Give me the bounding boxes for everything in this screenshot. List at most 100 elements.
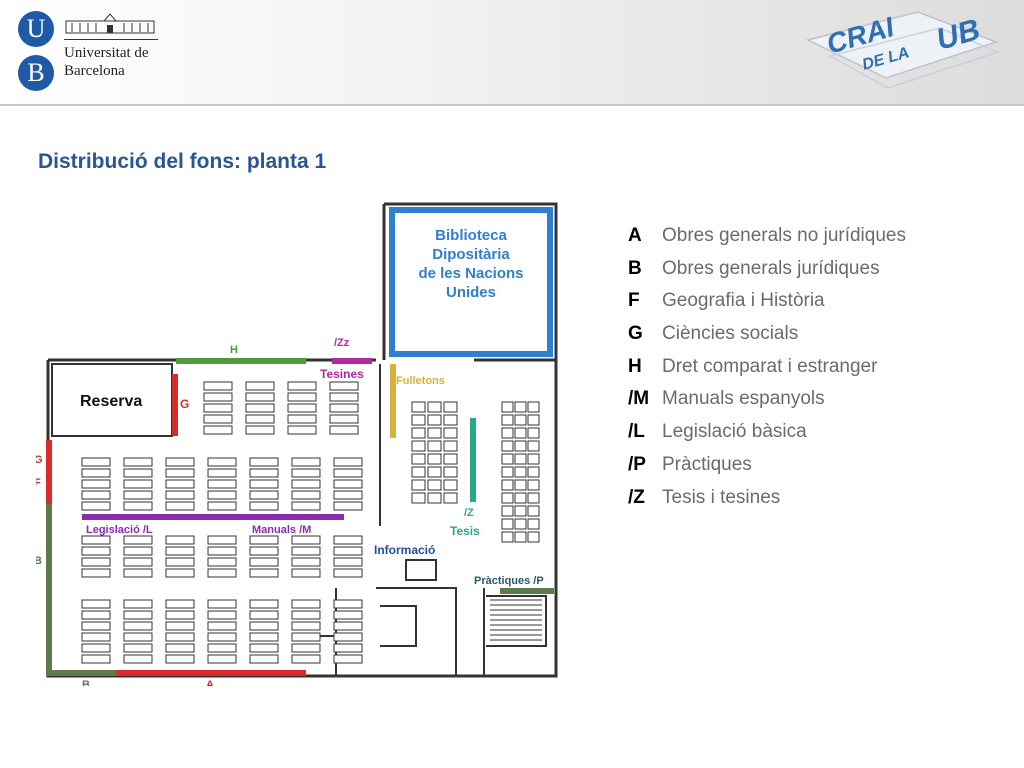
logo-divider bbox=[64, 39, 158, 40]
desk bbox=[287, 414, 317, 424]
desk bbox=[287, 425, 317, 435]
desk bbox=[245, 425, 275, 435]
reserva-label: Reserva bbox=[80, 393, 142, 410]
desk bbox=[81, 643, 111, 653]
desk bbox=[527, 414, 540, 426]
desk bbox=[411, 427, 426, 439]
desk bbox=[165, 610, 195, 620]
desk bbox=[443, 401, 458, 413]
desk bbox=[291, 621, 321, 631]
ub-logo-letter-b: B bbox=[18, 55, 54, 91]
desk bbox=[443, 479, 458, 491]
desk bbox=[527, 492, 540, 504]
desk bbox=[333, 599, 363, 609]
crai-ub-logo: CRAI DE LA UB bbox=[805, 11, 1001, 89]
desk bbox=[501, 440, 514, 452]
desk bbox=[81, 501, 111, 511]
desk bbox=[291, 490, 321, 500]
un-library-line-4: Unides bbox=[446, 284, 496, 301]
legend-desc: Dret comparat i estranger bbox=[662, 355, 878, 377]
legend-desc: Tesis i tesines bbox=[662, 486, 781, 508]
legend-code: /L bbox=[628, 421, 645, 443]
desk bbox=[411, 440, 426, 452]
ub-word: UB bbox=[933, 13, 984, 57]
desk bbox=[203, 425, 233, 435]
desk bbox=[287, 392, 317, 402]
desk bbox=[81, 490, 111, 500]
desk bbox=[207, 654, 237, 664]
desk bbox=[291, 610, 321, 620]
un-library-room bbox=[389, 207, 553, 357]
desk bbox=[165, 621, 195, 631]
desk bbox=[165, 568, 195, 578]
desk bbox=[245, 403, 275, 413]
desk bbox=[411, 492, 426, 504]
desk bbox=[527, 453, 540, 465]
legend-desc: Pràctiques bbox=[662, 453, 752, 475]
desk bbox=[207, 457, 237, 467]
un-library-line-2: Dipositària bbox=[432, 246, 510, 263]
legend-code: G bbox=[628, 323, 643, 345]
desk bbox=[427, 440, 442, 452]
desk bbox=[123, 501, 153, 511]
shelf-tesis bbox=[470, 418, 476, 502]
desk bbox=[427, 427, 442, 439]
shelf-g-reserva bbox=[172, 374, 178, 436]
desk bbox=[514, 401, 527, 413]
desk bbox=[501, 453, 514, 465]
desk bbox=[165, 557, 195, 567]
desk bbox=[249, 457, 279, 467]
desk bbox=[333, 610, 363, 620]
shelf-practiques bbox=[500, 588, 554, 594]
desk bbox=[427, 479, 442, 491]
desk bbox=[81, 546, 111, 556]
shelf-h bbox=[176, 358, 306, 364]
shelf-b-wall bbox=[46, 504, 52, 676]
desk bbox=[291, 654, 321, 664]
desk bbox=[207, 468, 237, 478]
legend-code: /M bbox=[628, 388, 650, 410]
desk bbox=[249, 621, 279, 631]
desk bbox=[123, 479, 153, 489]
desk bbox=[249, 632, 279, 642]
desk bbox=[249, 610, 279, 620]
desk bbox=[249, 535, 279, 545]
desk bbox=[411, 414, 426, 426]
shelf-fulletons bbox=[390, 364, 396, 438]
desk bbox=[329, 414, 359, 424]
desk bbox=[514, 466, 527, 478]
desk bbox=[291, 535, 321, 545]
desk bbox=[203, 414, 233, 424]
desk bbox=[81, 599, 111, 609]
desk bbox=[514, 453, 527, 465]
desk bbox=[291, 643, 321, 653]
desk bbox=[207, 610, 237, 620]
desk bbox=[501, 479, 514, 491]
manuals-label: Manuals /M bbox=[252, 524, 311, 536]
legislacio-label: Legislació /L bbox=[86, 524, 153, 536]
legend-desc: Obres generals jurídiques bbox=[662, 257, 880, 279]
desk bbox=[165, 479, 195, 489]
desk bbox=[123, 599, 153, 609]
desk bbox=[333, 490, 363, 500]
practiques-label: Pràctiques /P bbox=[474, 575, 544, 587]
tesis-code-label: /Z bbox=[464, 507, 474, 519]
un-library-line-1: Biblioteca bbox=[435, 227, 507, 244]
shelf-g-wall-label: G bbox=[36, 454, 43, 466]
desk bbox=[165, 457, 195, 467]
desk bbox=[501, 518, 514, 530]
desk bbox=[333, 557, 363, 567]
shelf-b-bottom-label: B bbox=[82, 679, 90, 686]
desk bbox=[411, 466, 426, 478]
desk bbox=[527, 531, 540, 543]
desk bbox=[249, 654, 279, 664]
desk bbox=[443, 414, 458, 426]
stairs bbox=[490, 599, 542, 641]
desk bbox=[249, 490, 279, 500]
desk bbox=[427, 414, 442, 426]
shelf-a-label: A bbox=[206, 679, 214, 686]
